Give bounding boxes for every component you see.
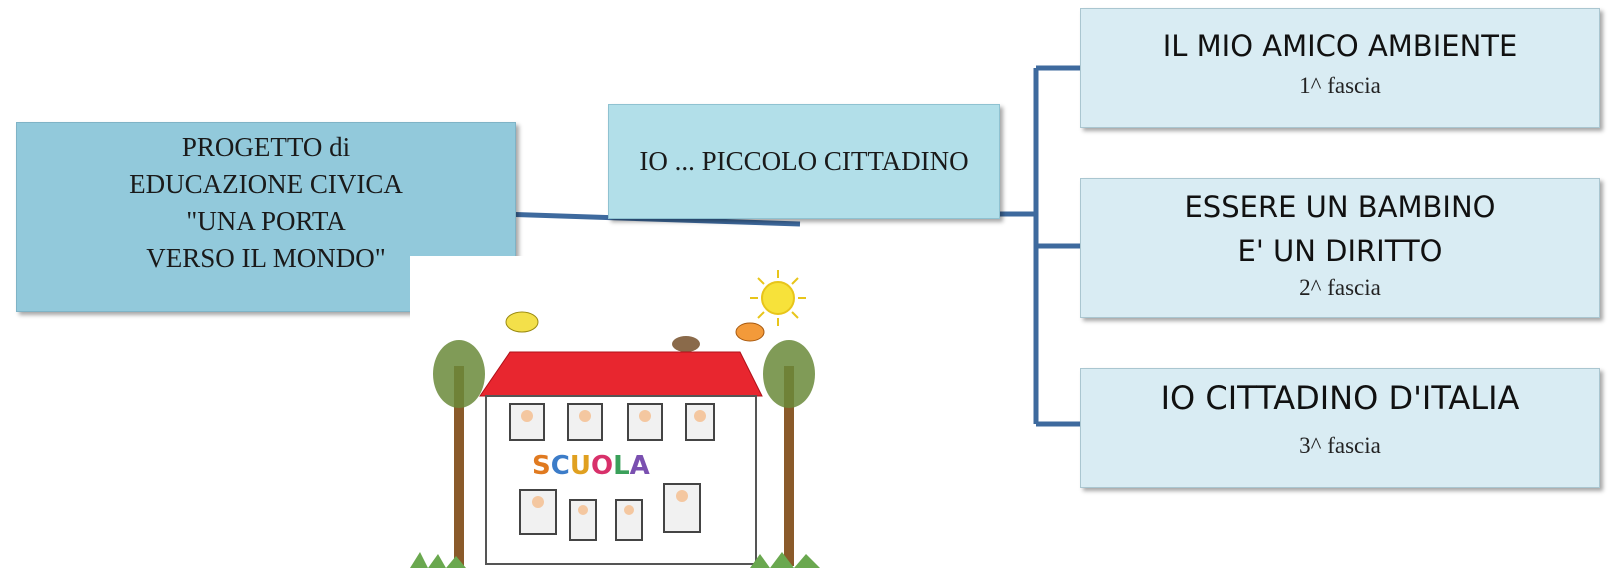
middle-node: IO ... PICCOLO CITTADINO <box>608 104 1000 219</box>
leaf-node-2: ESSERE UN BAMBINO E' UN DIRITTO 2^ fasci… <box>1080 178 1600 318</box>
right-tree-icon <box>763 340 815 566</box>
leaf-3-title: IO CITTADINO D'ITALIA <box>1160 379 1520 417</box>
school-drawing: SCUOLA <box>410 270 820 568</box>
sun-icon <box>750 270 806 326</box>
leaf-2-subtitle: 2^ fascia <box>1299 275 1381 300</box>
middle-node-label: IO ... PICCOLO CITTADINO <box>639 146 969 176</box>
school-sign-text: SCUOLA <box>532 451 650 481</box>
root-line-2: EDUCAZIONE CIVICA <box>129 169 403 199</box>
leaf-2-title-line-2: E' UN DIRITTO <box>1237 234 1443 268</box>
root-line-3: "UNA PORTA <box>186 206 346 236</box>
orange-bird-icon <box>735 322 765 342</box>
leaf-node-1: IL MIO AMICO AMBIENTE 1^ fascia <box>1080 8 1600 128</box>
leaf-node-3: IO CITTADINO D'ITALIA 3^ fascia <box>1080 368 1600 488</box>
connector-root-middle <box>499 211 801 227</box>
root-line-1: PROGETTO di <box>181 132 351 162</box>
school-illustration: SCUOLA <box>410 256 820 568</box>
leaf-1-subtitle: 1^ fascia <box>1299 73 1381 98</box>
grass-shape <box>410 552 820 568</box>
left-tree-icon <box>433 340 485 566</box>
leaf-1-title: IL MIO AMICO AMBIENTE <box>1162 29 1518 63</box>
school-sign: SCUOLA <box>532 451 650 481</box>
roof-shape <box>479 351 763 397</box>
leaf-2-title-line-1: ESSERE UN BAMBINO <box>1184 190 1496 224</box>
yellow-bird-icon <box>505 311 539 333</box>
cat-icon <box>672 336 700 352</box>
leaf-3-subtitle: 3^ fascia <box>1299 433 1381 458</box>
root-line-4: VERSO IL MONDO" <box>146 243 386 273</box>
